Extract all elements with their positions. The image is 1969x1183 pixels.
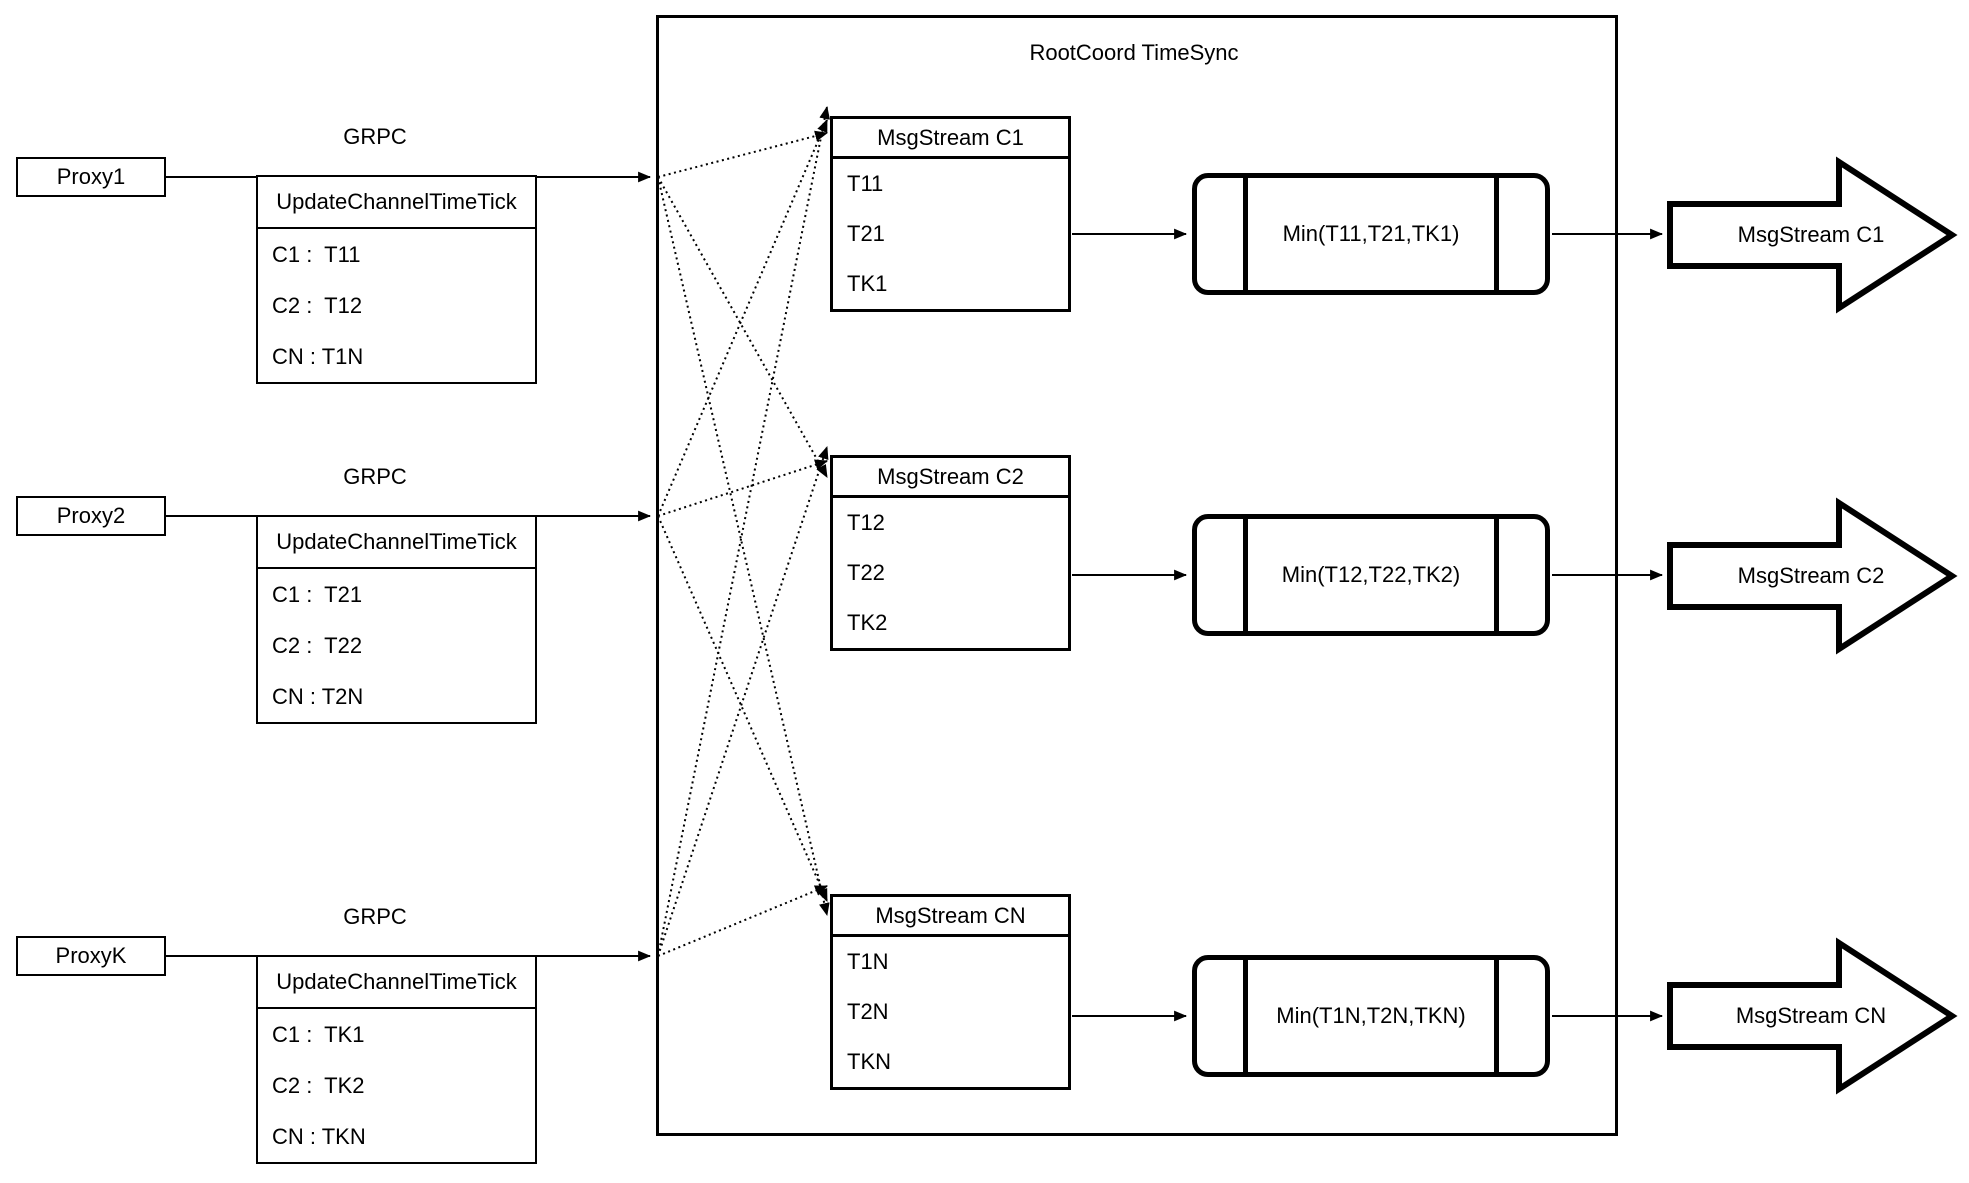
table-row: T11	[847, 171, 884, 196]
min-box-c1: Min(T11,T21,TK1)	[1192, 173, 1550, 295]
msgstream-table-c1: MsgStream C1 T11 T21 TK1	[830, 116, 1071, 312]
table-row: C1 : T21	[272, 581, 363, 607]
table-row: TK2	[847, 610, 888, 635]
table-row: T21	[847, 221, 885, 246]
divider	[1494, 178, 1499, 290]
divider	[1243, 519, 1248, 631]
grpc-label-2: GRPC	[343, 464, 407, 489]
timetick-table-proxy1: UpdateChannelTimeTick C1 : T11 C2 : T12 …	[256, 175, 537, 384]
table-row: CN : TKN	[272, 1123, 366, 1149]
min-box-c2: Min(T12,T22,TK2)	[1192, 514, 1550, 636]
proxy1-box: Proxy1	[16, 157, 166, 197]
table-row: TKN	[847, 1049, 891, 1074]
table-row: T1N	[847, 949, 889, 974]
table-row: T12	[847, 510, 885, 535]
output-arrow-label-cn: MsgStream CN	[1735, 1003, 1887, 1028]
table-header: MsgStream CN	[833, 897, 1068, 937]
table-header: UpdateChannelTimeTick	[258, 177, 535, 229]
output-arrow-c2	[1667, 497, 1958, 655]
rootcoord-title: RootCoord TimeSync	[1029, 40, 1239, 65]
output-stream-arrows	[1667, 156, 1958, 1095]
table-to-min-connectors	[1072, 228, 1188, 1022]
table-header: UpdateChannelTimeTick	[258, 517, 535, 569]
min-box-cn: Min(T1N,T2N,TKN)	[1192, 955, 1550, 1077]
msgstream-table-cn: MsgStream CN T1N T2N TKN	[830, 894, 1071, 1090]
grpc-label-1: GRPC	[343, 124, 407, 149]
divider	[1243, 960, 1248, 1072]
table-row: T22	[847, 560, 885, 585]
msgstream-table-c2: MsgStream C2 T12 T22 TK2	[830, 455, 1071, 651]
table-row: C2 : T22	[272, 632, 363, 658]
grpc-label-3: GRPC	[343, 904, 407, 929]
output-arrow-label-c2: MsgStream C2	[1737, 563, 1885, 588]
table-row: C1 : TK1	[272, 1021, 365, 1047]
output-arrow-c1	[1667, 156, 1958, 314]
min-to-output-connectors	[1552, 228, 1664, 1022]
timetick-fanout-arrows	[657, 105, 830, 957]
divider	[1494, 519, 1499, 631]
table-row: C1 : T11	[272, 241, 361, 267]
timetick-table-proxyk: UpdateChannelTimeTick C1 : TK1 C2 : TK2 …	[256, 955, 537, 1164]
divider	[1494, 960, 1499, 1072]
output-arrow-label-c1: MsgStream C1	[1737, 222, 1885, 247]
table-row: T2N	[847, 999, 889, 1024]
timetick-table-proxy2: UpdateChannelTimeTick C1 : T21 C2 : T22 …	[256, 515, 537, 724]
min-label: Min(T1N,T2N,TKN)	[1276, 1003, 1466, 1028]
table-row: CN : T2N	[272, 683, 364, 709]
table-header: UpdateChannelTimeTick	[258, 957, 535, 1009]
table-row: TK1	[847, 271, 888, 296]
table-header: MsgStream C2	[833, 458, 1068, 498]
proxyk-box: ProxyK	[16, 936, 166, 976]
table-row: C2 : T12	[272, 292, 363, 318]
min-label: Min(T11,T21,TK1)	[1282, 221, 1460, 246]
table-row: C2 : TK2	[272, 1072, 365, 1098]
table-row: CN : T1N	[272, 343, 364, 369]
divider	[1243, 178, 1248, 290]
min-label: Min(T12,T22,TK2)	[1281, 562, 1461, 587]
proxy2-box: Proxy2	[16, 496, 166, 536]
table-header: MsgStream C1	[833, 119, 1068, 159]
output-arrow-cn	[1667, 937, 1958, 1095]
